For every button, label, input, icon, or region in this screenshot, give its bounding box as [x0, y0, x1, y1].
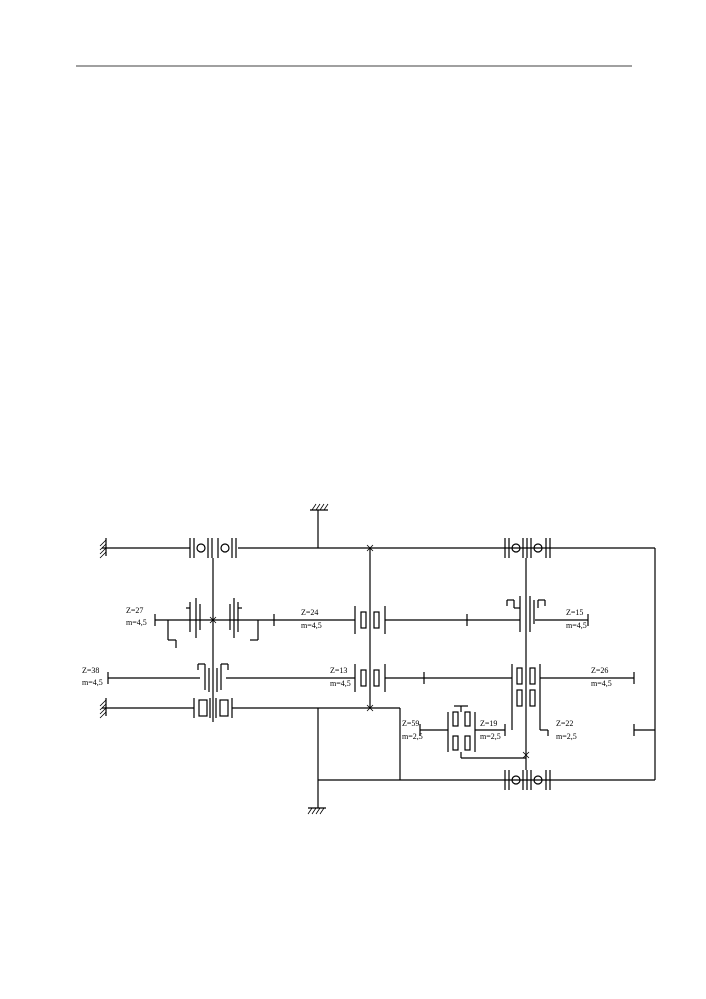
gear-block-center-678: [354, 664, 386, 692]
bearing-bottom-right: [504, 770, 551, 790]
label-m59: m=2,5: [402, 732, 423, 741]
gear-block-lower: [419, 705, 526, 759]
label-m15: m=4,5: [566, 621, 587, 630]
label-z26: Z=26: [591, 666, 608, 675]
label-z59: Z=59: [402, 719, 419, 728]
shaft-row-708: [99, 698, 318, 719]
label-m13: m=4,5: [330, 679, 351, 688]
label-z27: Z=27: [126, 606, 143, 615]
label-m22: m=2,5: [556, 732, 577, 741]
vertical-shafts: [212, 548, 527, 770]
label-m38: m=4,5: [82, 678, 103, 687]
gear-block-left-678: [197, 663, 229, 692]
housing-frame: [307, 503, 656, 815]
label-m27: m=4,5: [126, 618, 147, 627]
label-z15: Z=15: [566, 608, 583, 617]
bearing-top-right: [504, 538, 551, 558]
gear-block-left-620: [167, 598, 259, 648]
gear-labels: Z=27 m=4,5 Z=24 m=4,5 Z=15 m=4,5 Z=38 m=…: [82, 606, 612, 741]
bearing-top-left: [189, 538, 237, 558]
label-m24: m=4,5: [301, 621, 322, 630]
label-z24: Z=24: [301, 608, 318, 617]
gear-block-right-620: [506, 596, 546, 632]
label-z13: Z=13: [330, 666, 347, 675]
label-m26: m=4,5: [591, 679, 612, 688]
shaft-row-620: [154, 614, 589, 626]
gear-block-center-620: [354, 606, 386, 634]
label-z38: Z=38: [82, 666, 99, 675]
label-z22: Z=22: [556, 719, 573, 728]
input-shaft-top: [99, 538, 318, 559]
label-m19: m=2,5: [480, 732, 501, 741]
shaft-row-678: [107, 672, 635, 684]
label-z19: Z=19: [480, 719, 497, 728]
gear-block-right-678: [511, 664, 549, 736]
